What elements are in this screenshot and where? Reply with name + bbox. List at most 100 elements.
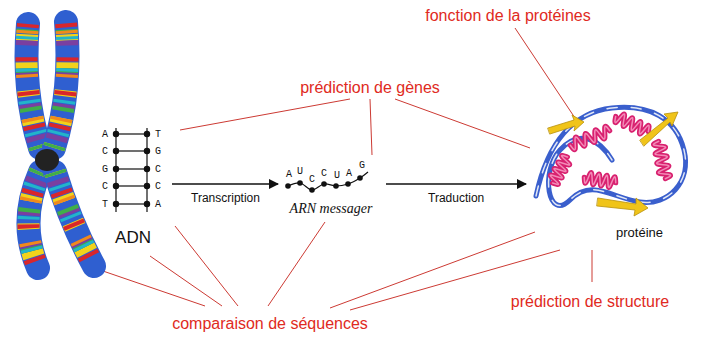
alpha-helix <box>570 126 609 150</box>
chromosome-band <box>54 22 68 148</box>
base-pair-rung <box>116 168 147 169</box>
base-letter: C <box>102 181 108 192</box>
annotation-label: prédiction de structure <box>511 293 669 311</box>
coil <box>536 107 686 205</box>
chromosome-band <box>27 24 41 148</box>
alpha-helix <box>584 173 616 188</box>
annotation-label: comparaison de séquences <box>172 315 368 333</box>
base-pair-rung <box>116 185 147 186</box>
beta-strand <box>548 115 584 134</box>
chromosome-band <box>54 22 68 148</box>
base-pair-rung <box>116 150 147 151</box>
annotation-label: prédiction de gènes <box>300 79 440 97</box>
chromosome-band <box>55 172 94 266</box>
chromosome <box>27 22 95 268</box>
process-arrow <box>172 183 278 184</box>
edge-label: Traduction <box>426 191 486 205</box>
chromatid-arm <box>27 24 41 148</box>
leader-line <box>268 222 325 306</box>
annotation-label: fonction de la protéines <box>425 7 590 25</box>
base-letter: U <box>334 170 340 181</box>
base-letter: G <box>359 160 365 171</box>
leader-line <box>515 28 575 118</box>
chromosome-band <box>55 172 94 266</box>
chromosome-band <box>28 172 40 268</box>
protein-group: protéine <box>530 100 695 250</box>
nucleotide-dot <box>345 181 351 187</box>
mrna-group: ARN messager <box>282 158 380 220</box>
base-letter: A <box>286 169 292 180</box>
leader-lines <box>100 28 592 310</box>
leader-line <box>395 99 530 148</box>
chromatid-arm <box>55 172 94 266</box>
base-letter: C <box>309 174 315 185</box>
chromosome-band <box>54 22 68 148</box>
nucleotide-dot <box>113 148 118 153</box>
alpha-helix-highlight <box>584 173 616 188</box>
chromosome-band <box>54 22 68 148</box>
nucleotide-dot <box>144 148 149 153</box>
leader-line <box>100 270 205 306</box>
coil-highlight <box>536 107 686 205</box>
base-pair-rung <box>116 203 147 204</box>
chromosome-band <box>28 172 40 268</box>
chromosome-band <box>54 22 68 148</box>
base-letter: C <box>155 181 161 192</box>
chromosome-band <box>27 24 41 148</box>
nucleotide-dot <box>333 183 339 189</box>
chromosome-band <box>27 24 41 148</box>
base-pair-rung <box>116 133 147 134</box>
leader-line <box>370 99 372 155</box>
nucleotide-dot <box>113 183 118 188</box>
alpha-helix <box>550 156 570 185</box>
chromatid-arm <box>54 22 68 148</box>
chromatid-arm <box>28 172 40 268</box>
nucleotide-dot <box>297 180 303 186</box>
alpha-helix <box>615 114 649 134</box>
beta-strand <box>640 112 678 146</box>
nucleotide-dot <box>113 201 118 206</box>
chromosome-band <box>28 172 40 268</box>
nucleotide-dot <box>113 131 118 136</box>
chromosome-band <box>55 172 94 266</box>
leader-line <box>592 250 593 282</box>
chromosome-band <box>55 172 94 266</box>
protein-ribbon <box>536 107 686 216</box>
alpha-helix-highlight <box>615 114 649 134</box>
base-letter: A <box>102 129 108 140</box>
chromosome-band <box>28 172 40 268</box>
leader-line <box>175 226 238 306</box>
chromosome-band <box>54 22 68 148</box>
beta-strand <box>597 198 648 216</box>
edge-label: Transcription <box>189 191 262 205</box>
nucleotide-dot <box>144 131 149 136</box>
chromosome-band <box>28 172 40 268</box>
base-letter: G <box>155 146 161 157</box>
node-label: protéine <box>616 225 663 240</box>
chromosome-band <box>55 172 94 266</box>
base-letter: G <box>102 164 108 175</box>
alpha-helix-highlight <box>653 141 670 178</box>
node-label: ADN <box>115 228 151 248</box>
chromosome-band <box>27 24 41 148</box>
chromosome-band <box>28 172 40 268</box>
nucleotide-dot <box>357 175 363 181</box>
nucleotide-dot <box>144 201 149 206</box>
leader-line <box>180 99 350 130</box>
leader-line <box>150 256 222 306</box>
base-letter: C <box>102 146 108 157</box>
base-letter: T <box>102 199 108 210</box>
base-letter: C <box>155 164 161 175</box>
dna-ladder <box>113 128 149 212</box>
nucleotide-dot <box>113 166 118 171</box>
nucleotide-dot <box>144 166 149 171</box>
nucleotide-dot <box>144 183 149 188</box>
alpha-helix <box>653 141 670 178</box>
base-letter: A <box>155 199 161 210</box>
chromosome-band <box>27 24 41 148</box>
chromosome-band <box>55 172 94 266</box>
nucleotide-dot <box>285 183 291 189</box>
nucleotide-dot <box>321 181 327 187</box>
alpha-helix-highlight <box>570 126 609 150</box>
